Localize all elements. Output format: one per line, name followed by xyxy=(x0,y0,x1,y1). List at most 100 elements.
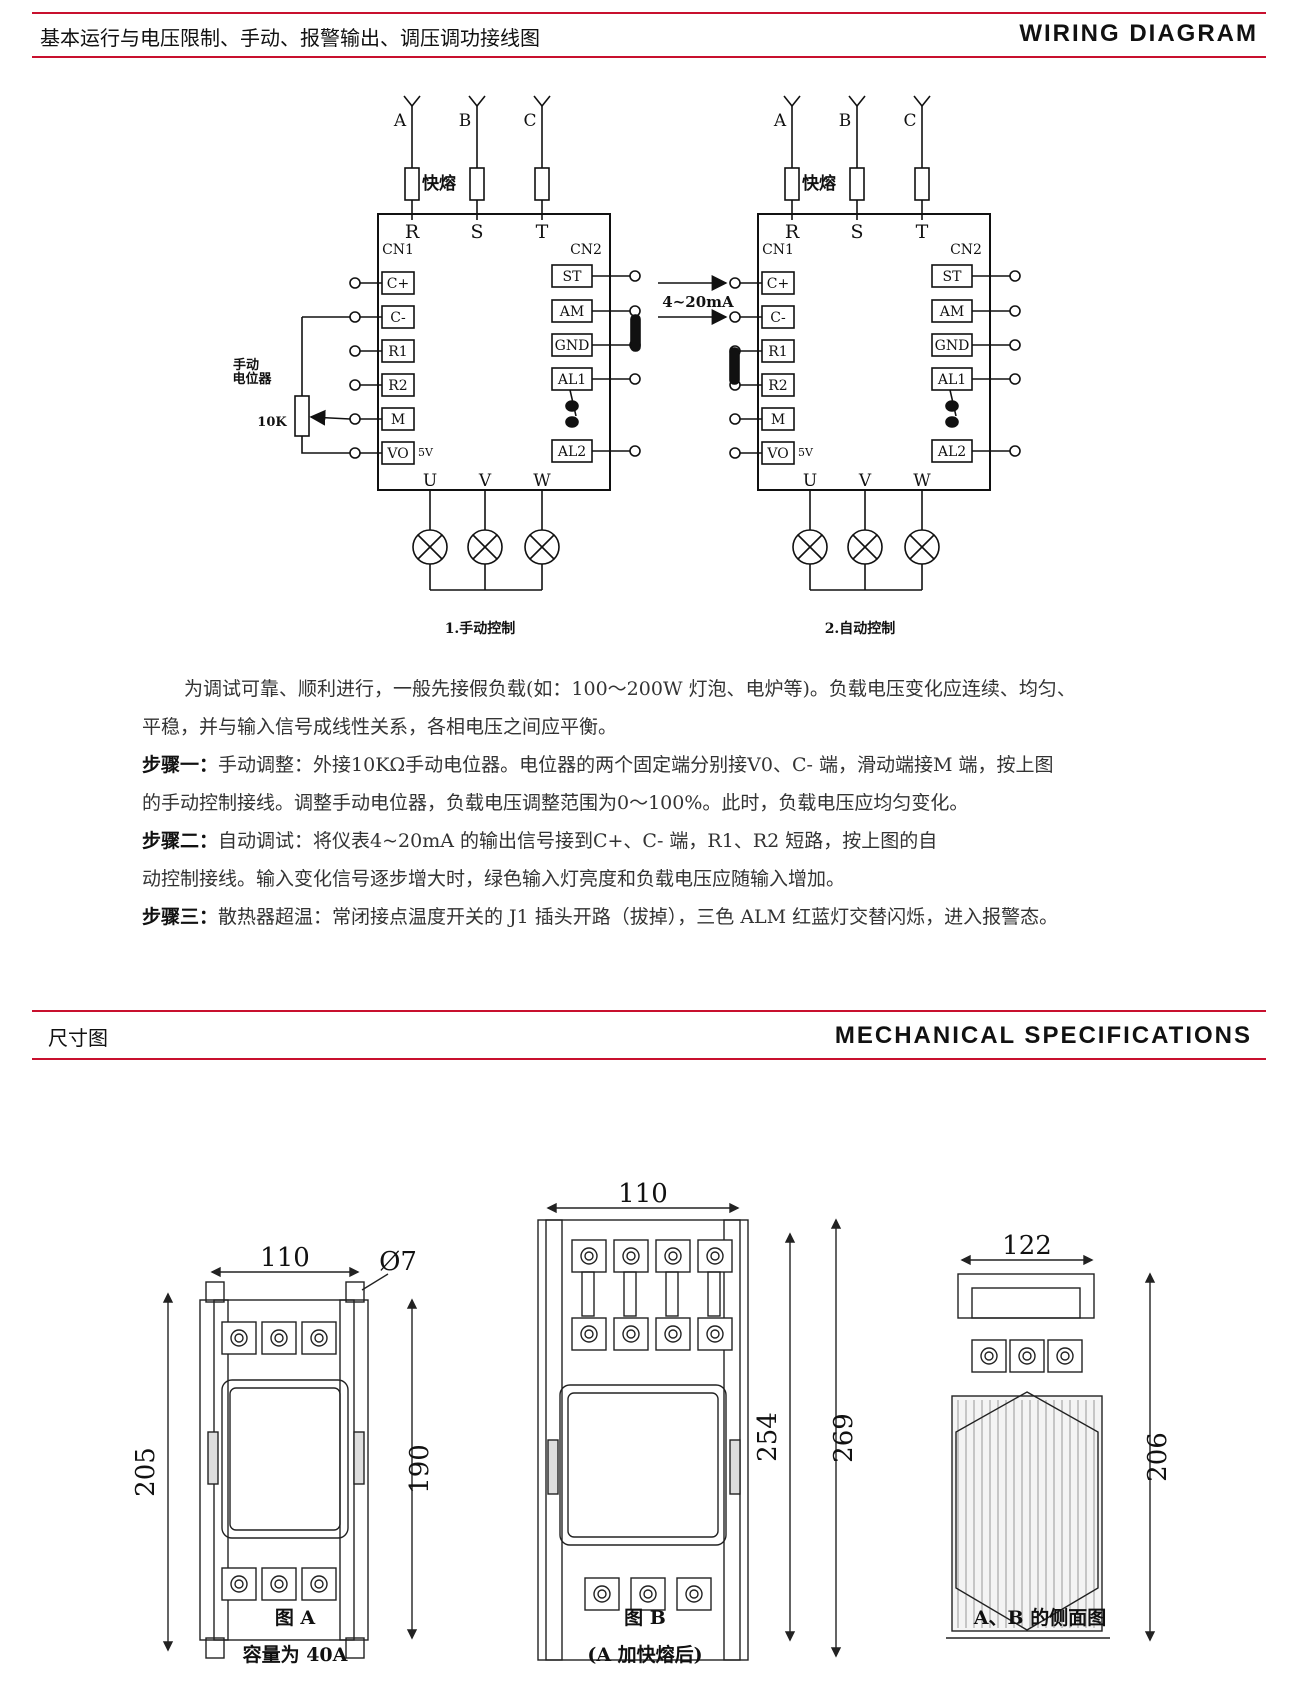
cn1-terminal xyxy=(729,413,741,425)
step1-line-1: 步骤一：手动调整：外接10KΩ手动电位器。电位器的两个固定端分别接V0、C- 端… xyxy=(142,746,1182,784)
figA-terminal-top xyxy=(261,1321,297,1355)
figA-terminal-bottom-screw-center xyxy=(274,1579,284,1589)
figB-terminal-top xyxy=(613,1317,649,1351)
figB-terminal-bottom-screw-center xyxy=(643,1589,653,1599)
input-terminal-S: S xyxy=(850,221,863,243)
figB-fuse-body xyxy=(581,1271,595,1317)
alarm-switch-dot xyxy=(945,416,959,428)
fuse-label: 快熔 xyxy=(802,173,837,194)
pot-value: 10K xyxy=(257,415,287,430)
cn2-pin-AL1: AL1 xyxy=(937,372,966,388)
side-terminal-screw-center xyxy=(1060,1351,1070,1361)
pot-label-1: 手动 xyxy=(233,357,259,373)
figA-terminal-bottom xyxy=(301,1567,337,1601)
cn1-terminal xyxy=(729,447,741,459)
pot-wire xyxy=(301,436,350,454)
pot-label-2: 电位器 xyxy=(232,371,272,387)
side-height-label: 206 xyxy=(1143,1432,1173,1482)
side-terminal xyxy=(1047,1339,1083,1373)
phase-label-B: B xyxy=(839,111,852,131)
step3-label: 步骤三： xyxy=(142,906,219,928)
phase-label-C: C xyxy=(903,111,916,131)
antenna-stroke xyxy=(403,95,413,107)
figB-terminal-top-screw xyxy=(580,1325,598,1343)
figB-terminal-bottom xyxy=(676,1577,712,1611)
figB-width-label: 110 xyxy=(618,1179,668,1209)
figB-height-inner-arrow xyxy=(784,1232,796,1243)
output-terminal-V: V xyxy=(858,471,872,491)
figA-height-outer-arrow xyxy=(162,1292,174,1303)
cn2-terminal xyxy=(1009,305,1021,317)
cn1-pin-R1: R1 xyxy=(768,344,787,360)
input-terminal-S: S xyxy=(470,221,483,243)
figB-caption-2: (A 加快熔后) xyxy=(587,1644,703,1666)
mech-title-cn: 尺寸图 xyxy=(48,1026,108,1050)
antenna-stroke xyxy=(411,95,421,107)
fuse-label: 快熔 xyxy=(422,173,457,194)
figA-tab xyxy=(205,1637,225,1659)
cn1-pin-VO: VO xyxy=(386,446,408,462)
lamp-cross xyxy=(472,534,498,560)
figB-fuse-terminal xyxy=(613,1239,649,1273)
am-gnd-jumper xyxy=(630,314,641,352)
side-terminal-screw xyxy=(1056,1347,1074,1365)
antenna-stroke xyxy=(783,95,793,107)
side-terminal-screw-center xyxy=(984,1351,994,1361)
side-width-arrow xyxy=(1083,1254,1094,1266)
figB-terminal-bottom-screw xyxy=(685,1585,703,1603)
cn2-label: CN2 xyxy=(950,242,982,258)
output-terminal-V: V xyxy=(478,471,492,491)
pot-wiper xyxy=(309,409,351,426)
figB-fuse-terminal xyxy=(571,1239,607,1273)
figA-terminal-bottom-screw xyxy=(270,1575,288,1593)
figA-caption-1: 图 A xyxy=(274,1607,316,1629)
cn1-terminal xyxy=(349,277,361,289)
controller-box xyxy=(757,213,991,491)
figA-tab xyxy=(345,1637,365,1659)
alarm-switch-lever xyxy=(949,389,957,417)
side-width-arrow xyxy=(960,1254,971,1266)
figA-height-inner-arrow xyxy=(406,1298,418,1309)
figA-width-arrow xyxy=(210,1266,221,1278)
phase-label-C: C xyxy=(523,111,536,131)
figA-terminal-top-screw xyxy=(310,1329,328,1347)
r1-r2-jumper xyxy=(729,347,740,385)
figB-terminal-bottom-screw-center xyxy=(689,1589,699,1599)
figB-terminal-bottom-screw xyxy=(593,1585,611,1603)
fuse-symbol xyxy=(849,167,865,201)
cn2-pin-AL2: AL2 xyxy=(557,444,586,460)
cn2-pin-AM: AM xyxy=(559,304,584,320)
intro-line-2: 平稳，并与输入信号成线性关系，各相电压之间应平衡。 xyxy=(142,716,618,738)
step2-line-1: 步骤二：自动调试：将仪表4~20mA 的输出信号接到C+、C- 端，R1、R2 … xyxy=(142,822,1182,860)
antenna-stroke xyxy=(541,95,551,107)
cn1-terminal xyxy=(349,345,361,357)
figB-fuse-terminal-screw-center xyxy=(584,1251,594,1261)
step1-label: 步骤一： xyxy=(142,754,219,776)
lamp-cross xyxy=(909,534,935,560)
figB-terminal-top-screw-center xyxy=(626,1329,636,1339)
figB-terminal-top xyxy=(697,1317,733,1351)
cn1-terminal xyxy=(349,379,361,391)
figB-height-outer-label: 269 xyxy=(829,1413,859,1463)
instructions-block: 为调试可靠、顺利进行，一般先接假负载(如：100～200W 灯泡、电炉等)。负载… xyxy=(142,670,1182,936)
figB-terminal-top-screw xyxy=(622,1325,640,1343)
figA-hole-leader xyxy=(361,1273,389,1291)
figB-height-outer-arrow xyxy=(830,1218,842,1229)
figB-terminal-bottom-screw xyxy=(639,1585,657,1603)
side-terminal-screw xyxy=(1018,1347,1036,1365)
step2-label: 步骤二： xyxy=(142,830,219,852)
step1-text-1: 手动调整：外接10KΩ手动电位器。电位器的两个固定端分别接V0、C- 端，滑动端… xyxy=(218,754,1054,776)
figB-width-arrow xyxy=(729,1202,740,1214)
mech-header-rule xyxy=(32,1058,1266,1060)
output-terminal-W: W xyxy=(533,471,551,491)
lamp-cross xyxy=(529,534,555,560)
intro-line-1: 为调试可靠、顺利进行，一般先接假负载(如：100～200W 灯泡、电炉等)。负载… xyxy=(184,678,1076,700)
figB-terminal-bottom xyxy=(584,1577,620,1611)
antenna-stroke xyxy=(856,95,866,107)
figB-terminal-top-screw-center xyxy=(584,1329,594,1339)
figA-terminal-bottom xyxy=(221,1567,257,1601)
output-terminal-U: U xyxy=(803,471,817,491)
